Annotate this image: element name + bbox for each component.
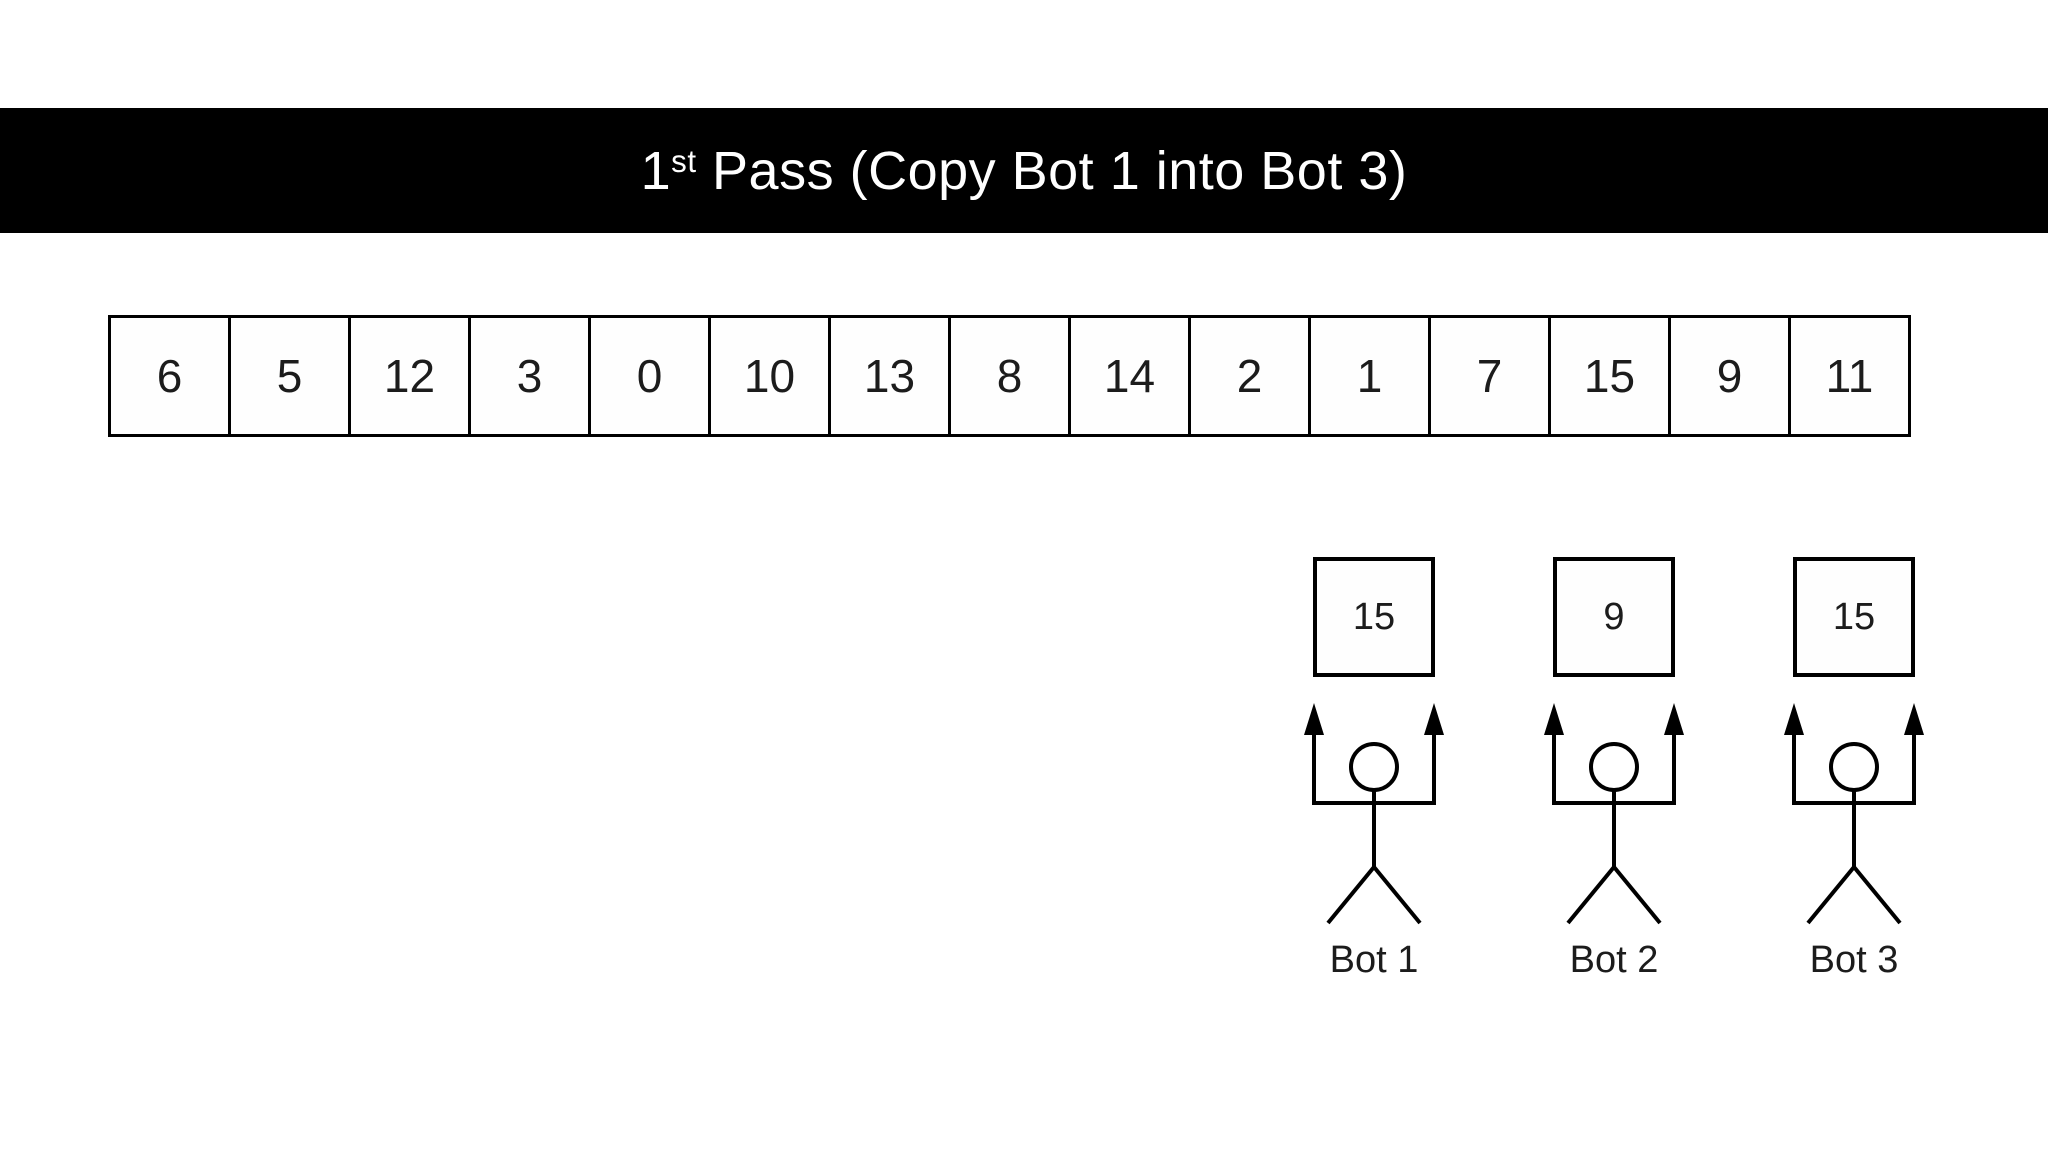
array-cell-value: 3 [516,350,543,402]
array-cell-value: 13 [863,350,916,402]
arrow-up-left-icon [1304,703,1324,735]
array-cell-value: 11 [1825,350,1874,402]
array-cell-value: 14 [1103,350,1156,402]
array-cell: 5 [228,315,351,437]
stick-figure-icon [1544,703,1684,925]
left-leg-line [1326,865,1376,925]
head-circle [1589,742,1639,792]
left-leg-line [1566,865,1616,925]
bot-value-box: 15 [1313,557,1435,677]
array-cell: 10 [708,315,831,437]
arrow-up-right-icon [1904,703,1924,735]
bot-group: 15 Bot 3 [1784,557,1924,982]
array-cell: 12 [348,315,471,437]
bot-label: Bot 2 [1569,939,1659,981]
array-cell: 0 [588,315,711,437]
title-bar: 1st Pass (Copy Bot 1 into Bot 3) [0,108,2048,233]
bot-group: 15 Bot 1 [1304,557,1444,982]
arrow-up-right-icon [1664,703,1684,735]
array-cell: 3 [468,315,591,437]
array-cell-value: 7 [1476,350,1503,402]
bot-group: 9 Bot 2 [1544,557,1684,982]
bot-value: 15 [1832,595,1876,638]
right-leg-line [1372,865,1422,925]
array-cell-value: 8 [996,350,1023,402]
array-cell-value: 6 [156,350,183,402]
bot-value-box: 15 [1793,557,1915,677]
title-text: Pass (Copy Bot 1 into Bot 3) [696,140,1408,201]
array-row: 6 5 12 3 0 10 13 8 14 2 1 7 15 9 11 [108,315,1911,437]
array-cell-value: 9 [1716,350,1743,402]
stick-figure-icon [1784,703,1924,925]
array-cell: 15 [1548,315,1671,437]
bot-label: Bot 3 [1809,939,1899,981]
right-leg-line [1852,865,1902,925]
array-cell-value: 5 [276,350,303,402]
array-cell: 14 [1068,315,1191,437]
array-cell: 9 [1668,315,1791,437]
title-ordinal-suffix: st [671,144,697,180]
arrow-up-right-icon [1424,703,1444,735]
array-cell: 8 [948,315,1071,437]
array-cell-value: 1 [1356,350,1383,402]
array-cell-value: 10 [743,350,796,402]
array-cell: 6 [108,315,231,437]
arrow-up-left-icon [1784,703,1804,735]
head-circle [1349,742,1399,792]
bot-value: 9 [1603,595,1625,638]
right-leg-line [1612,865,1662,925]
arrow-up-left-icon [1544,703,1564,735]
stick-figure-icon [1304,703,1444,925]
page-title: 1st Pass (Copy Bot 1 into Bot 3) [641,140,1408,202]
array-cell-value: 15 [1583,350,1636,402]
bot-value-box: 9 [1553,557,1675,677]
left-leg-line [1806,865,1856,925]
bot-label: Bot 1 [1329,939,1419,981]
array-cell-value: 0 [636,350,663,402]
array-cell: 13 [828,315,951,437]
array-cell-value: 12 [383,350,436,402]
bots-row: 15 Bot 1 9 Bot 2 [1304,557,1924,982]
array-cell: 11 [1788,315,1911,437]
array-cell-value: 2 [1236,350,1263,402]
array-cell: 1 [1308,315,1431,437]
title-number: 1 [640,140,672,201]
array-cell: 7 [1428,315,1551,437]
bot-value: 15 [1352,595,1396,638]
array-cell: 2 [1188,315,1311,437]
head-circle [1829,742,1879,792]
